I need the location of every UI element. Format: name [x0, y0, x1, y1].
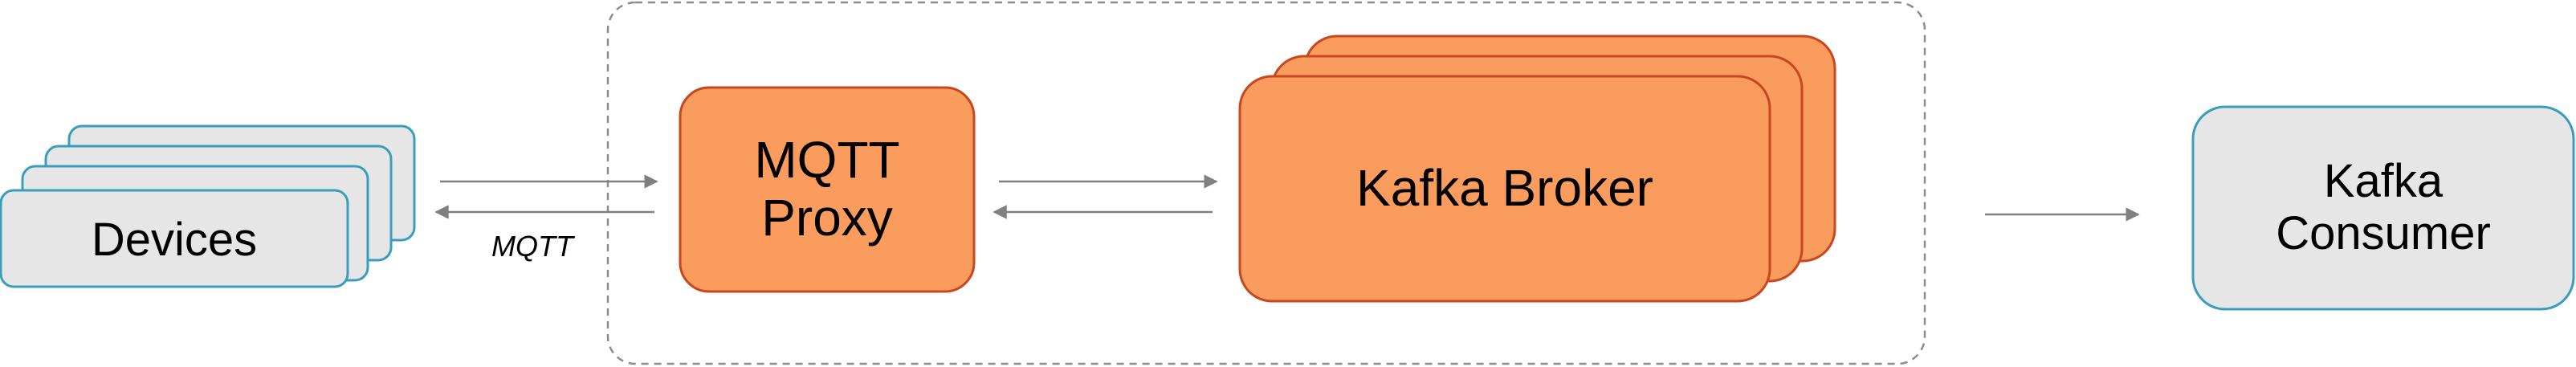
kafka-broker-label-text: Kafka Broker [1356, 159, 1653, 218]
kafka-consumer-node [2191, 105, 2575, 311]
kafka-consumer-label-line1: Kafka [2323, 155, 2444, 208]
kafka-broker-card-front [1238, 75, 1771, 303]
kafka-broker-label: Kafka Broker [1240, 76, 1770, 301]
mqtt-proxy-label-line1: MQTT [754, 131, 900, 190]
mqtt-proxy-label: MQTT Proxy [679, 87, 975, 292]
devices-label: Devices [0, 193, 348, 287]
device-card-front [0, 189, 349, 288]
kafka-consumer-label-line2: Consumer [2276, 207, 2491, 259]
devices-node [0, 124, 416, 288]
mqtt-proxy-label-line2: Proxy [761, 189, 893, 247]
kafka-broker-node [1238, 35, 1836, 303]
mqtt-protocol-label: MQTT [491, 230, 573, 263]
devices-label-text: Devices [91, 213, 258, 266]
kafka-consumer-label: Kafka Consumer [2192, 106, 2574, 310]
mqtt-proxy-node [679, 86, 976, 293]
proxy-broker-boundary [606, 1, 1926, 365]
